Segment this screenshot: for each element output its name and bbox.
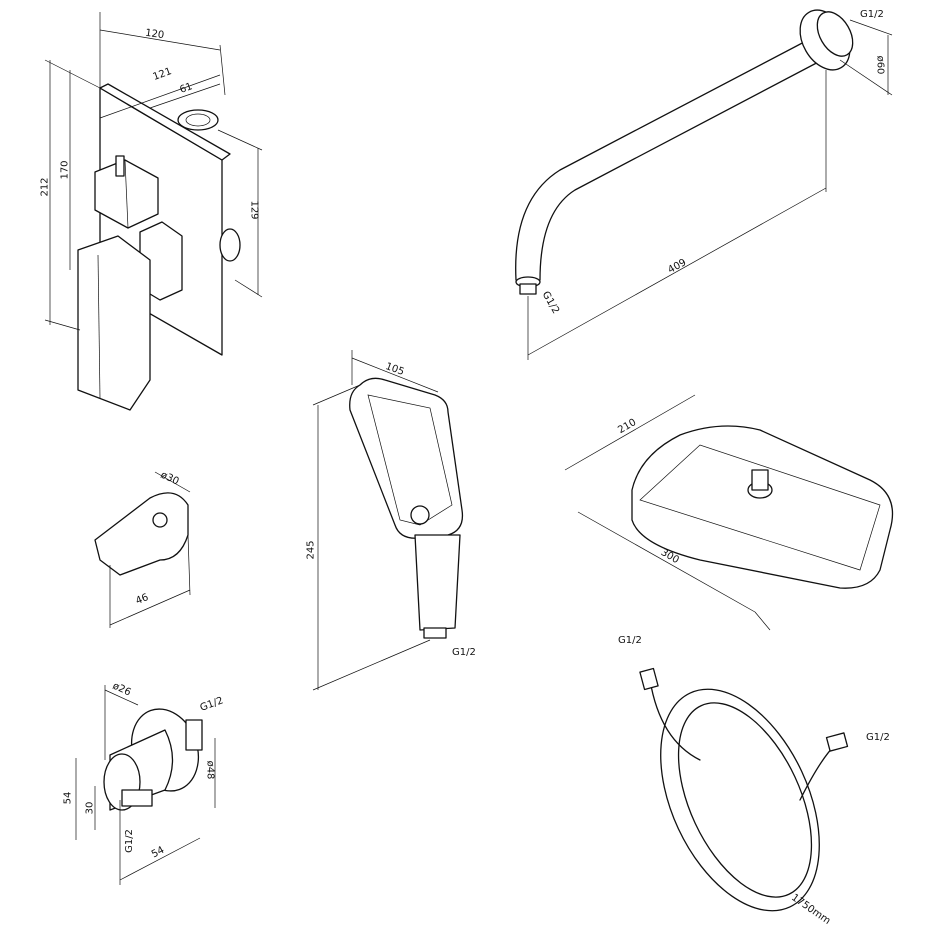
hose-thread-left-label: G1/2 <box>618 635 642 646</box>
arm-thread-top-label: G1/2 <box>860 9 884 20</box>
outlet-thread-in-label: G1/2 <box>123 829 135 853</box>
head-shower-drawing <box>564 394 894 631</box>
outlet-flange-diameter-label: ø48 <box>204 760 216 780</box>
mixer-height-total-label: 212 <box>39 177 51 197</box>
outlet-offset-label: 30 <box>84 801 96 815</box>
concealed-mixer-drawing <box>44 12 263 411</box>
hand-shower-length-label: 245 <box>305 540 317 560</box>
arm-flange-diameter-label: ø60 <box>874 55 886 75</box>
outlet-height-label: 54 <box>62 791 74 805</box>
hose-drawing <box>639 667 849 912</box>
wall-outlet-drawing <box>75 685 216 885</box>
hand-shower-drawing <box>312 350 464 691</box>
mixer-outlet-spacing-label: 129 <box>248 200 260 220</box>
shower-holder-drawing <box>94 471 191 628</box>
hose-thread-right-label: G1/2 <box>866 732 890 743</box>
mixer-height-inner-label: 170 <box>59 160 71 180</box>
hand-shower-thread-label: G1/2 <box>452 647 476 658</box>
shower-arm-drawing <box>515 9 893 360</box>
